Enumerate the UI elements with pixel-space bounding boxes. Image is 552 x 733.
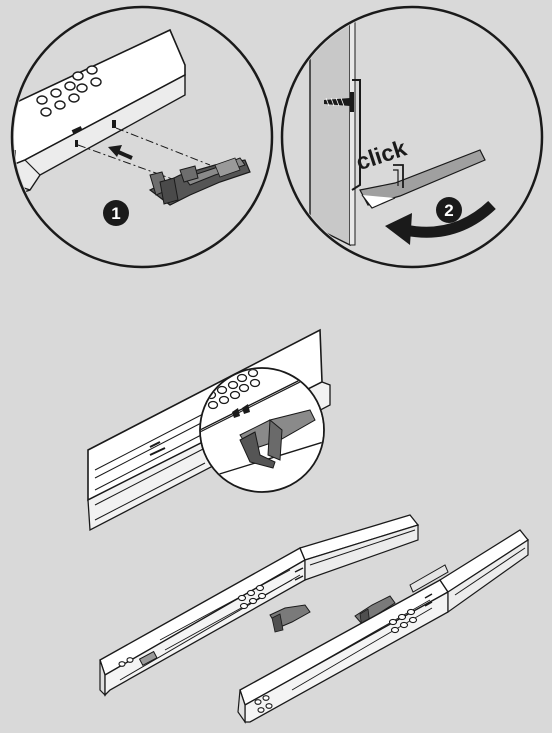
rail-slot-small (112, 120, 116, 128)
clip-part-installed (232, 404, 316, 469)
detail-1-inset: 1 (10, 5, 274, 269)
rail-slot (71, 126, 83, 134)
step-1-number: 1 (111, 204, 120, 223)
clip-hook (393, 164, 404, 188)
rail-with-clip-view (87, 328, 331, 532)
clip-part (148, 157, 251, 206)
runner-pair-view (99, 514, 529, 724)
guide-line (115, 127, 211, 166)
curved-arrow-icon (385, 200, 496, 245)
screw-icon (324, 92, 354, 112)
right-runner (237, 529, 529, 724)
left-runner (99, 514, 420, 697)
step-1-badge: 1 (103, 200, 129, 226)
arrow-icon (108, 145, 133, 160)
step-2-number: 2 (444, 201, 453, 220)
rail-hole-pattern (36, 65, 102, 117)
detail-2-inset: click 2 (280, 5, 544, 269)
left-runner-holes (118, 584, 267, 667)
release-lever (359, 149, 486, 206)
rail-lower-flange (14, 73, 186, 201)
step-2-badge: 2 (436, 197, 462, 223)
clip-left (269, 604, 311, 633)
right-runner-holes (254, 608, 418, 713)
